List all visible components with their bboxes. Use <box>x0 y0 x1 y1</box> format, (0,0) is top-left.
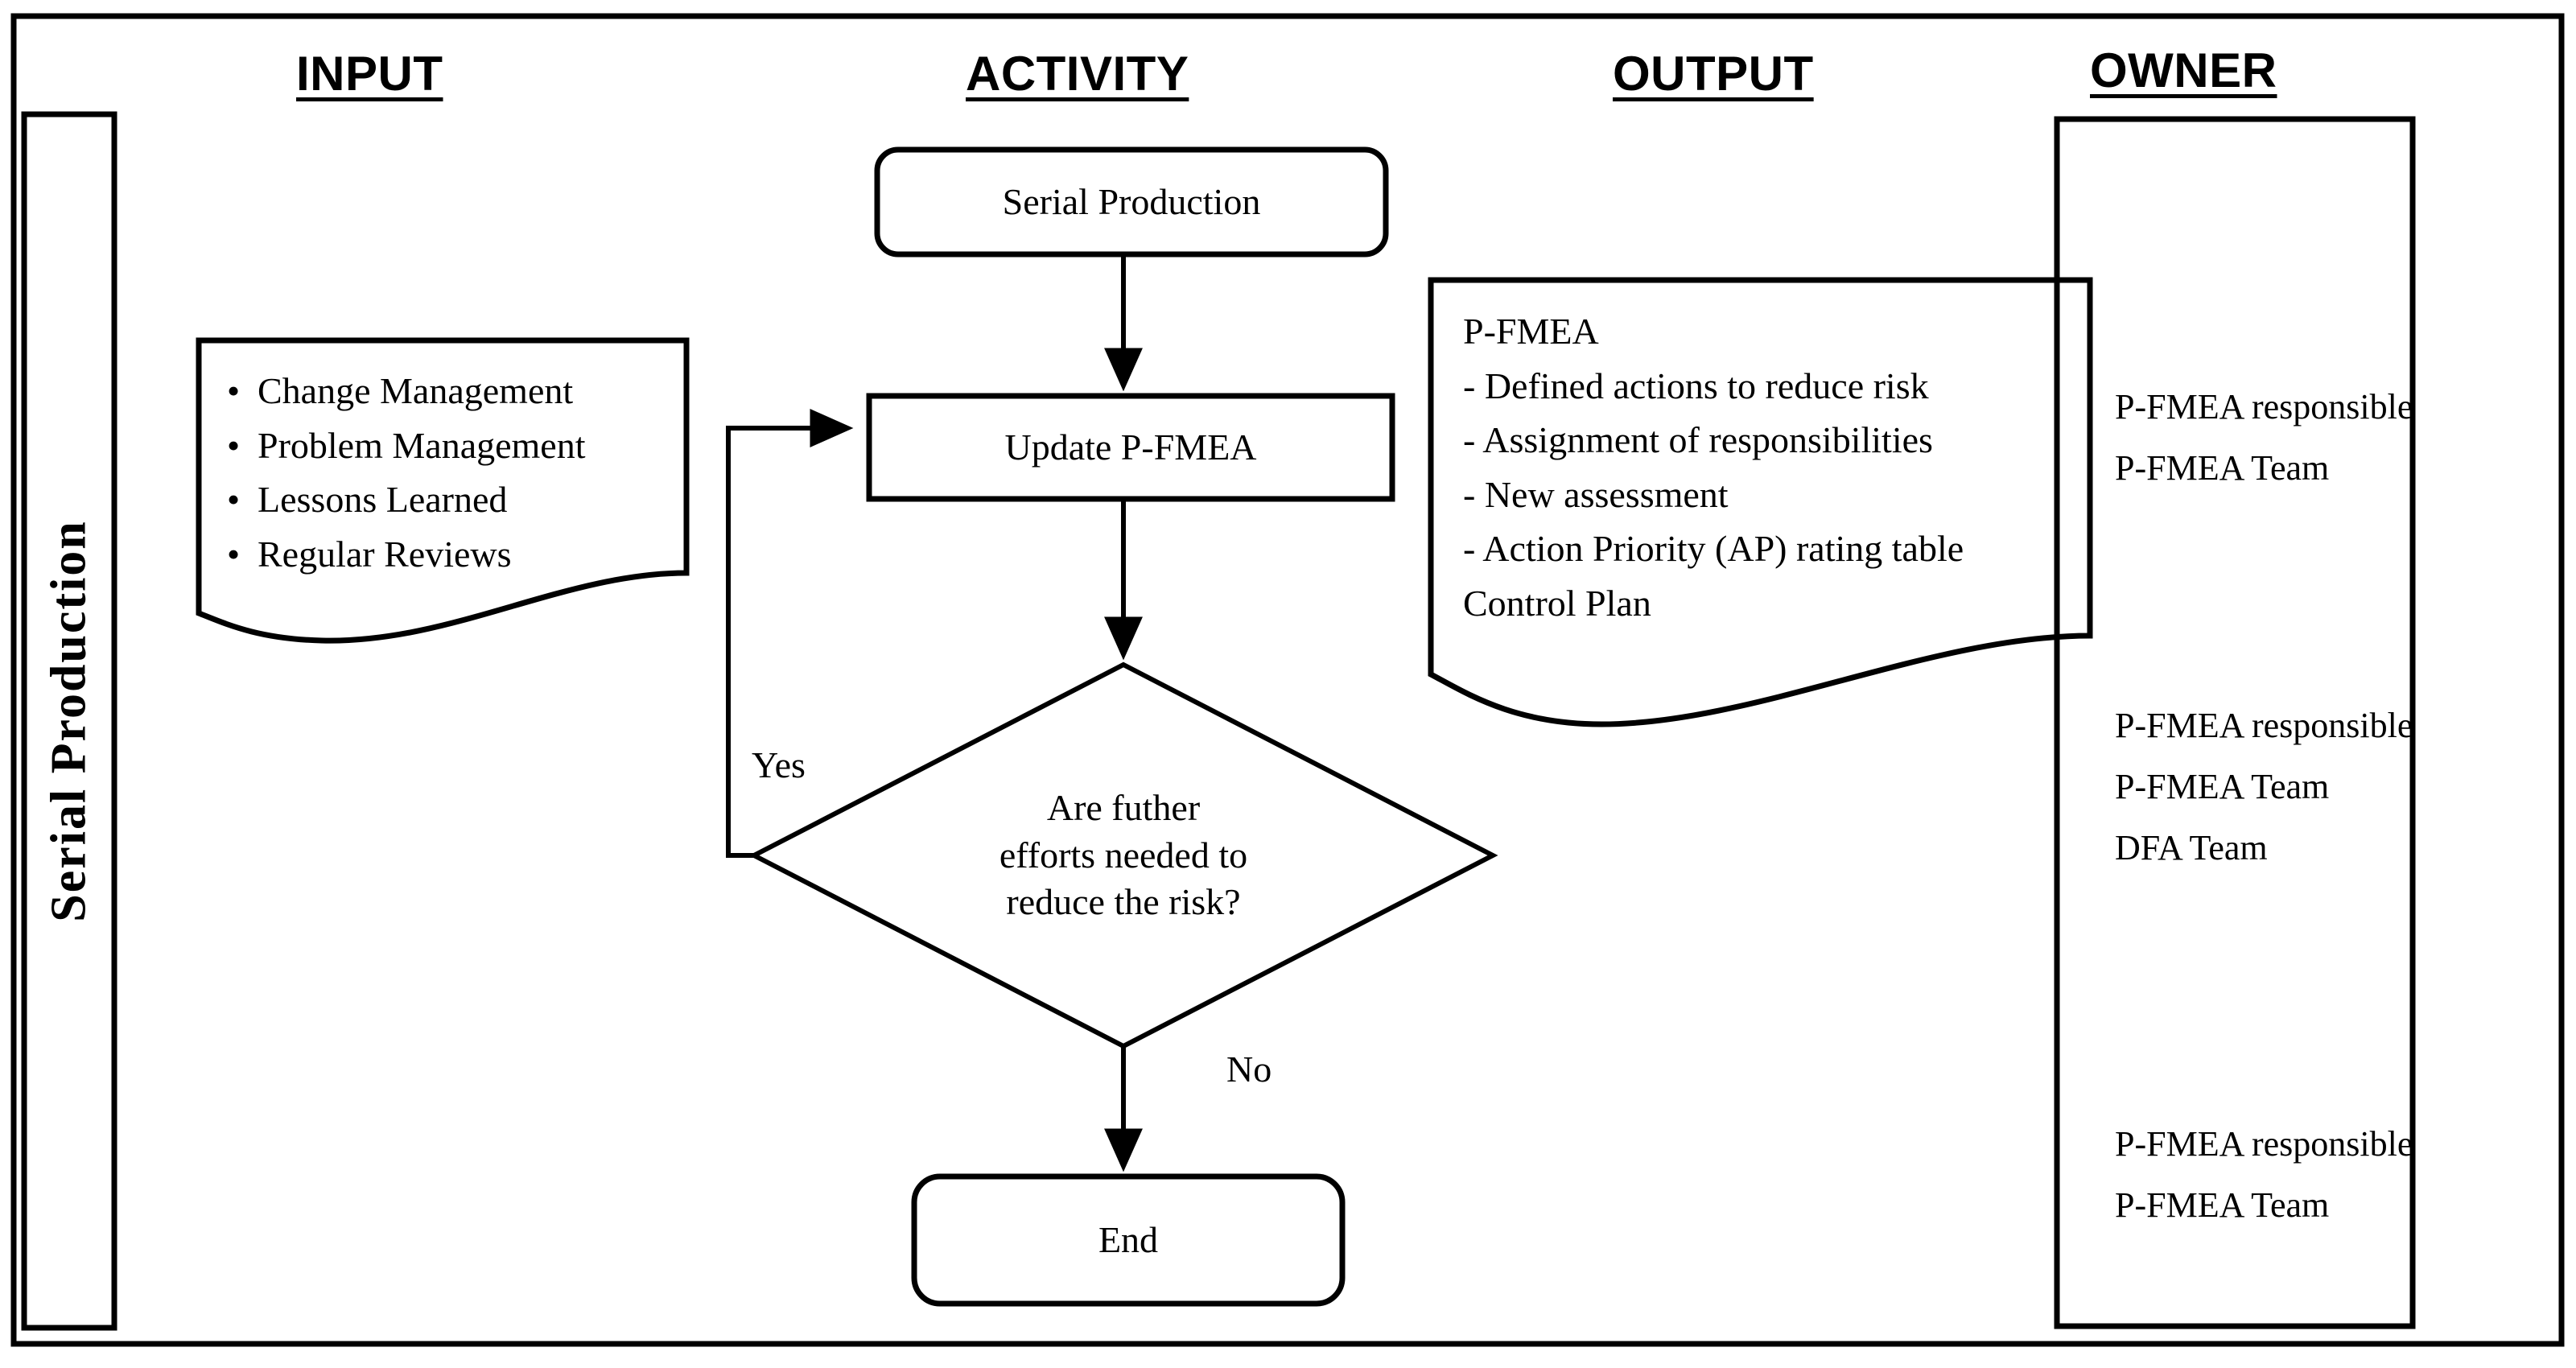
output-item-label: - Assignment of responsibilities <box>1463 419 1933 461</box>
outer-frame <box>10 13 2565 1347</box>
decision-node-label: Are futher efforts needed to reduce the … <box>999 786 1248 923</box>
branch-label-yes: Yes <box>752 744 806 785</box>
end-node-label: End <box>1098 1218 1159 1260</box>
end-node-shape <box>911 1173 1346 1307</box>
list-item: • Change Management <box>227 364 678 418</box>
column-header-owner: OWNER <box>2090 43 2277 97</box>
owner-group-2-line-3: DFA Team <box>2115 828 2268 867</box>
list-item: • Regular Reviews <box>227 527 678 582</box>
owner-column-box <box>2054 116 2416 1329</box>
input-item-label: Regular Reviews <box>258 533 512 575</box>
process-node-label: Update P-FMEA <box>1004 426 1257 468</box>
column-header-activity: ACTIVITY <box>966 47 1189 101</box>
owner-group-1-line-2: P-FMEA Team <box>2115 448 2330 488</box>
column-header-output: OUTPUT <box>1613 47 1814 101</box>
owner-group-2-line-2: P-FMEA Team <box>2115 767 2330 806</box>
start-node-shape <box>874 146 1389 258</box>
input-item-label: Problem Management <box>258 424 586 466</box>
phase-lane-box <box>21 111 117 1331</box>
input-item-label: Lessons Learned <box>258 479 508 521</box>
list-item: • Lessons Learned <box>227 472 678 527</box>
bullet-icon: • <box>227 479 241 521</box>
column-header-input: INPUT <box>296 47 443 101</box>
owner-group-3-line-1: P-FMEA responsible <box>2115 1124 2413 1164</box>
input-item-label: Change Management <box>258 370 574 411</box>
output-item-label: - Action Priority (AP) rating table <box>1463 528 1964 570</box>
owner-group-2-line-1: P-FMEA responsible <box>2115 706 2413 745</box>
output-footer: Control Plan <box>1463 583 1651 624</box>
owner-group-3-line-2: P-FMEA Team <box>2115 1185 2330 1225</box>
input-document-shape <box>196 337 690 644</box>
bullet-icon: • <box>227 533 241 575</box>
output-heading: P-FMEA <box>1463 311 1599 352</box>
start-node-label: Serial Production <box>1002 180 1261 222</box>
owner-group-1-line-1: P-FMEA responsible <box>2115 387 2413 426</box>
output-items-list: P-FMEA - Defined actions to reduce risk … <box>1463 304 2083 631</box>
output-item-label: - New assessment <box>1463 473 1729 515</box>
phase-lane-label: Serial Production <box>41 520 97 922</box>
list-item: • Problem Management <box>227 418 678 473</box>
output-document-shape <box>1428 277 2093 727</box>
bullet-icon: • <box>227 370 241 411</box>
input-items-list: • Change Management • Problem Management… <box>227 364 678 581</box>
branch-label-no: No <box>1226 1049 1272 1090</box>
output-item-label: - Defined actions to reduce risk <box>1463 365 1929 406</box>
bullet-icon: • <box>227 424 241 466</box>
process-node-shape <box>866 393 1395 502</box>
edge-yes-loop <box>726 409 854 858</box>
